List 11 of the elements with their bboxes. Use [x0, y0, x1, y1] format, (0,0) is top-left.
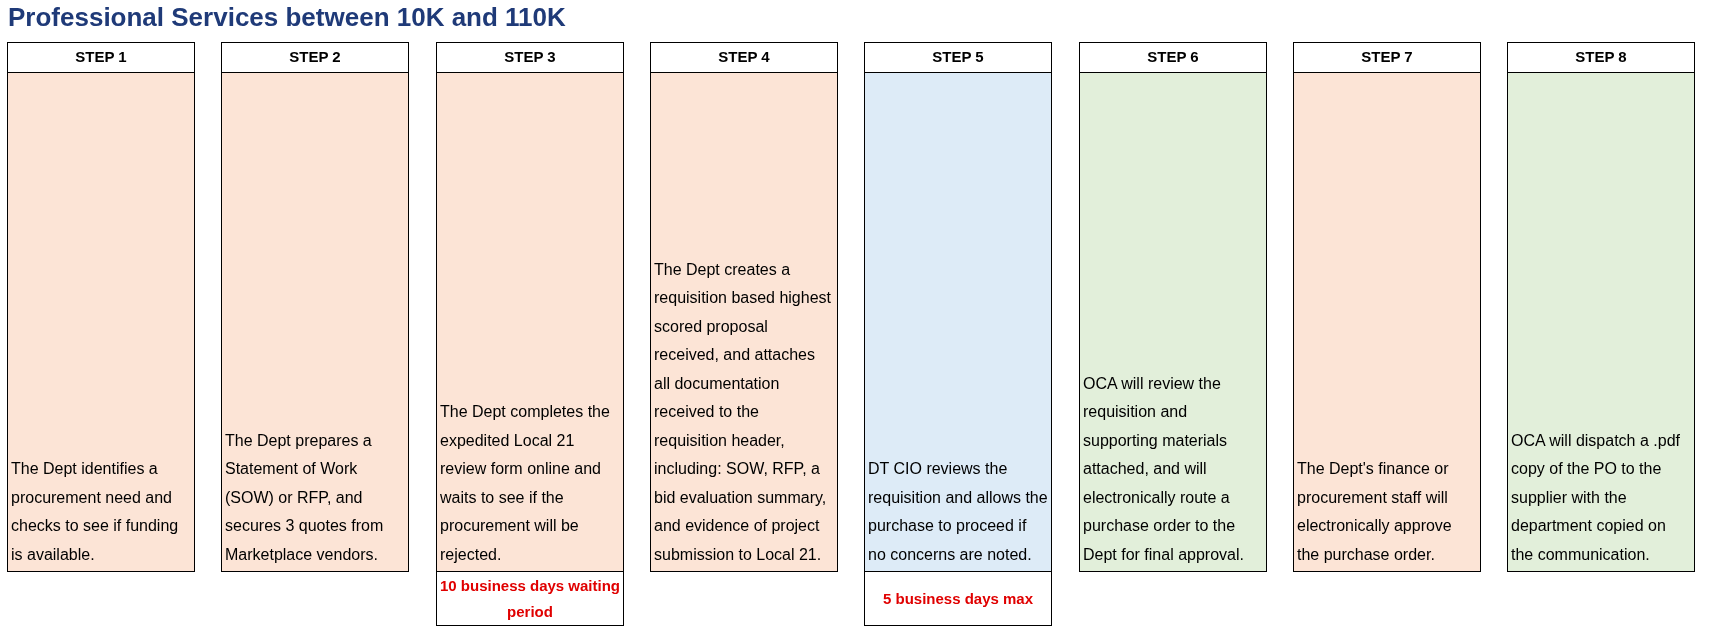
page-title: Professional Services between 10K and 110K	[8, 2, 566, 33]
step-description: The Dept creates a requisition based highest scored proposal received, and attaches all documentation received to the requisition header, including: SOW, RFP, a bid evaluation summary, and evidence of project submission to Local 21.	[653, 259, 832, 565]
step-description: DT CIO reviews the requisition and allows the purchase to proceed if no concerns are noted.	[867, 459, 1049, 565]
duration-note: 10 business days waiting period	[436, 572, 624, 626]
step-description: OCA will review the requisition and supporting materials attached, and will electronically route a purchase order to the Dept for final approval.	[1082, 373, 1245, 565]
duration-note: 5 business days max	[864, 572, 1052, 626]
step-description: The Dept completes the expedited Local 21 review form online and waits to see if the procurement will be rejected.	[439, 402, 611, 565]
step-description: OCA will dispatch a .pdf copy of the PO to the supplier with the department copied on the communication.	[1510, 430, 1681, 565]
step-description: The Dept identifies a procurement need and checks to see if funding is available.	[10, 459, 180, 565]
step-description: The Dept prepares a Statement of Work (SOW) or RFP, and secures 3 quotes from Marketplace vendors.	[224, 430, 385, 565]
step-description: The Dept's finance or procurement staff will electronically approve the purchase order.	[1296, 459, 1453, 565]
